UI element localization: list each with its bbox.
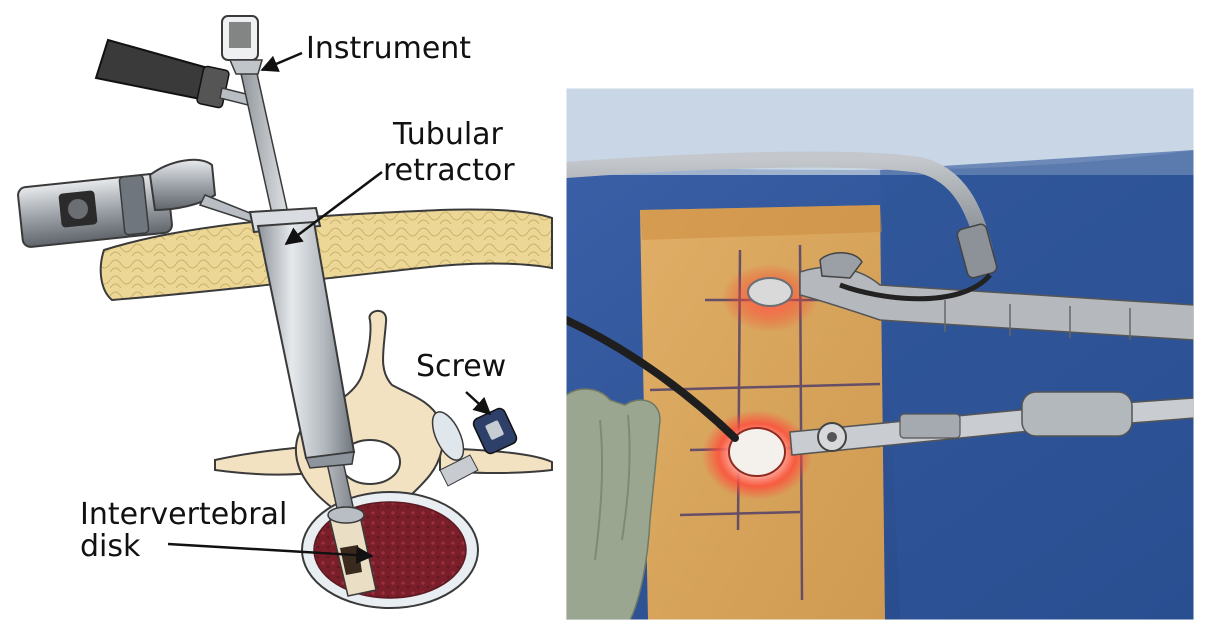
label-disk-line2: disk xyxy=(80,529,141,564)
disk-arrow xyxy=(167,542,374,564)
instrument-handle xyxy=(94,38,263,109)
upper-arm-segments xyxy=(944,300,1131,340)
cable-connector xyxy=(956,223,998,279)
light-cable-top xyxy=(566,151,993,258)
screw-head-slot xyxy=(485,420,504,440)
fiber-cable-upper xyxy=(839,273,992,302)
surgical-photo xyxy=(565,87,1195,621)
tubular-retractor xyxy=(248,206,356,469)
surgical-illustration: Instrument Tubular retractor Screw Inter… xyxy=(17,15,553,609)
screw-thread xyxy=(439,454,479,487)
label-tubular-retractor-line2: retractor xyxy=(383,153,515,188)
surgeon-glove xyxy=(566,388,661,620)
retractor-arm xyxy=(17,158,256,248)
instrument-top-grip xyxy=(229,22,251,48)
screw-washer xyxy=(431,411,465,461)
screw xyxy=(431,407,518,487)
lower-arm-clamp xyxy=(1021,391,1133,437)
screw-arrow xyxy=(465,391,492,416)
label-screw: Screw xyxy=(416,349,506,384)
tubular-retractor-arrow xyxy=(284,171,383,246)
fiber-cable-lower xyxy=(566,316,739,442)
instrument-arrow xyxy=(260,51,303,72)
label-instrument: Instrument xyxy=(306,31,471,66)
label-disk-line1: Intervertebral xyxy=(80,497,287,532)
label-tubular-retractor-line1: Tubular xyxy=(392,117,504,152)
